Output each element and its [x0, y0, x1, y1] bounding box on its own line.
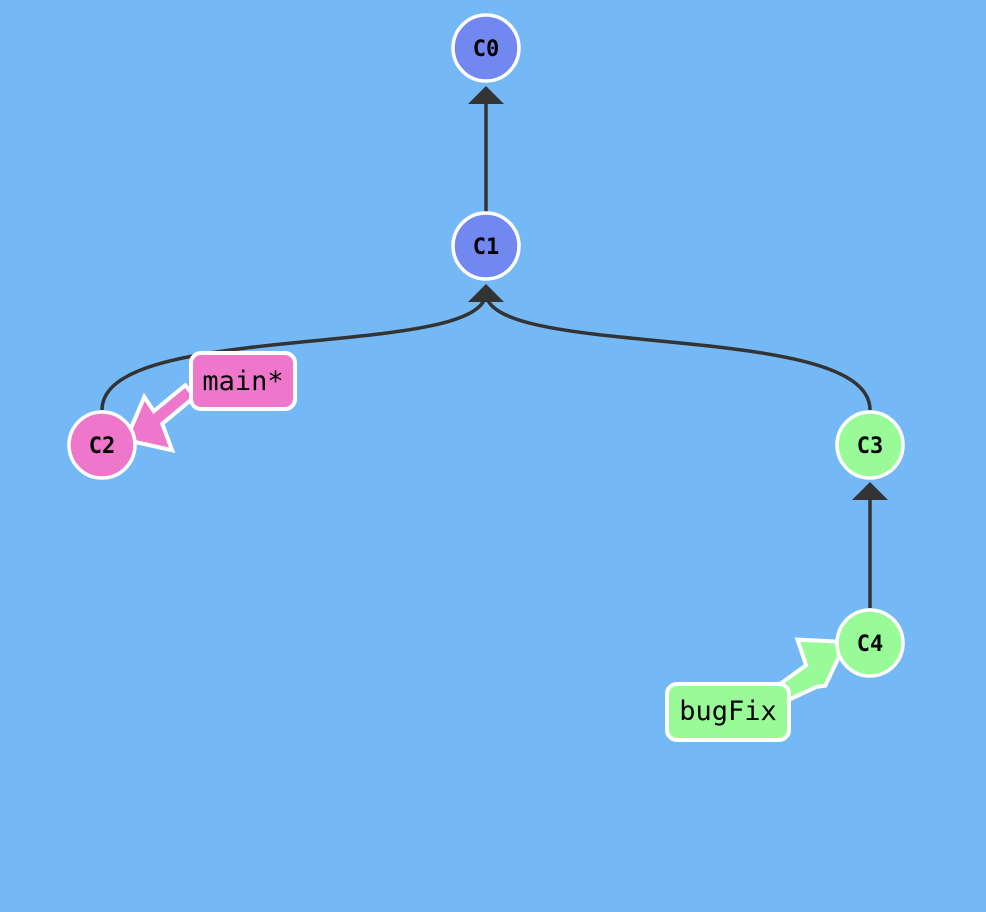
commit-c2-label: C2	[89, 434, 116, 459]
commit-nodes: C0 C1 C2 C3 C4	[67, 13, 905, 678]
commit-node-c0[interactable]: C0	[451, 13, 521, 83]
edge-c2-c1	[100, 293, 488, 411]
commit-c3-circle	[835, 410, 905, 480]
commit-c1-label: C1	[473, 235, 500, 260]
commit-c4-circle	[835, 608, 905, 678]
edge-c1-c0-arrowhead	[468, 86, 504, 104]
commit-node-c3[interactable]: C3	[835, 410, 905, 480]
commit-c0-label: C0	[473, 37, 500, 62]
branch-main-label: main*	[202, 366, 283, 397]
commit-c1-circle	[451, 211, 521, 281]
commit-c3-label: C3	[857, 434, 884, 459]
branch-main[interactable]: main*	[189, 351, 297, 411]
commit-c2-circle	[67, 410, 137, 480]
commit-node-c4[interactable]: C4	[835, 608, 905, 678]
edge-c3-c1	[484, 293, 872, 411]
commit-c4-label: C4	[857, 632, 884, 657]
commit-node-c2[interactable]: C2	[67, 410, 137, 480]
commit-c0-circle	[451, 13, 521, 83]
commit-node-c1[interactable]: C1	[451, 211, 521, 281]
edge-c4-c3-arrowhead	[852, 482, 888, 500]
branch-bugfix[interactable]: bugFix	[665, 682, 791, 742]
branch-bugfix-label: bugFix	[679, 696, 777, 727]
branch-main-box	[189, 351, 297, 411]
edges	[100, 86, 888, 608]
edge-c1-arrowhead	[468, 284, 504, 302]
branch-labels: main* bugFix	[189, 351, 791, 742]
branch-bugfix-box	[665, 682, 791, 742]
